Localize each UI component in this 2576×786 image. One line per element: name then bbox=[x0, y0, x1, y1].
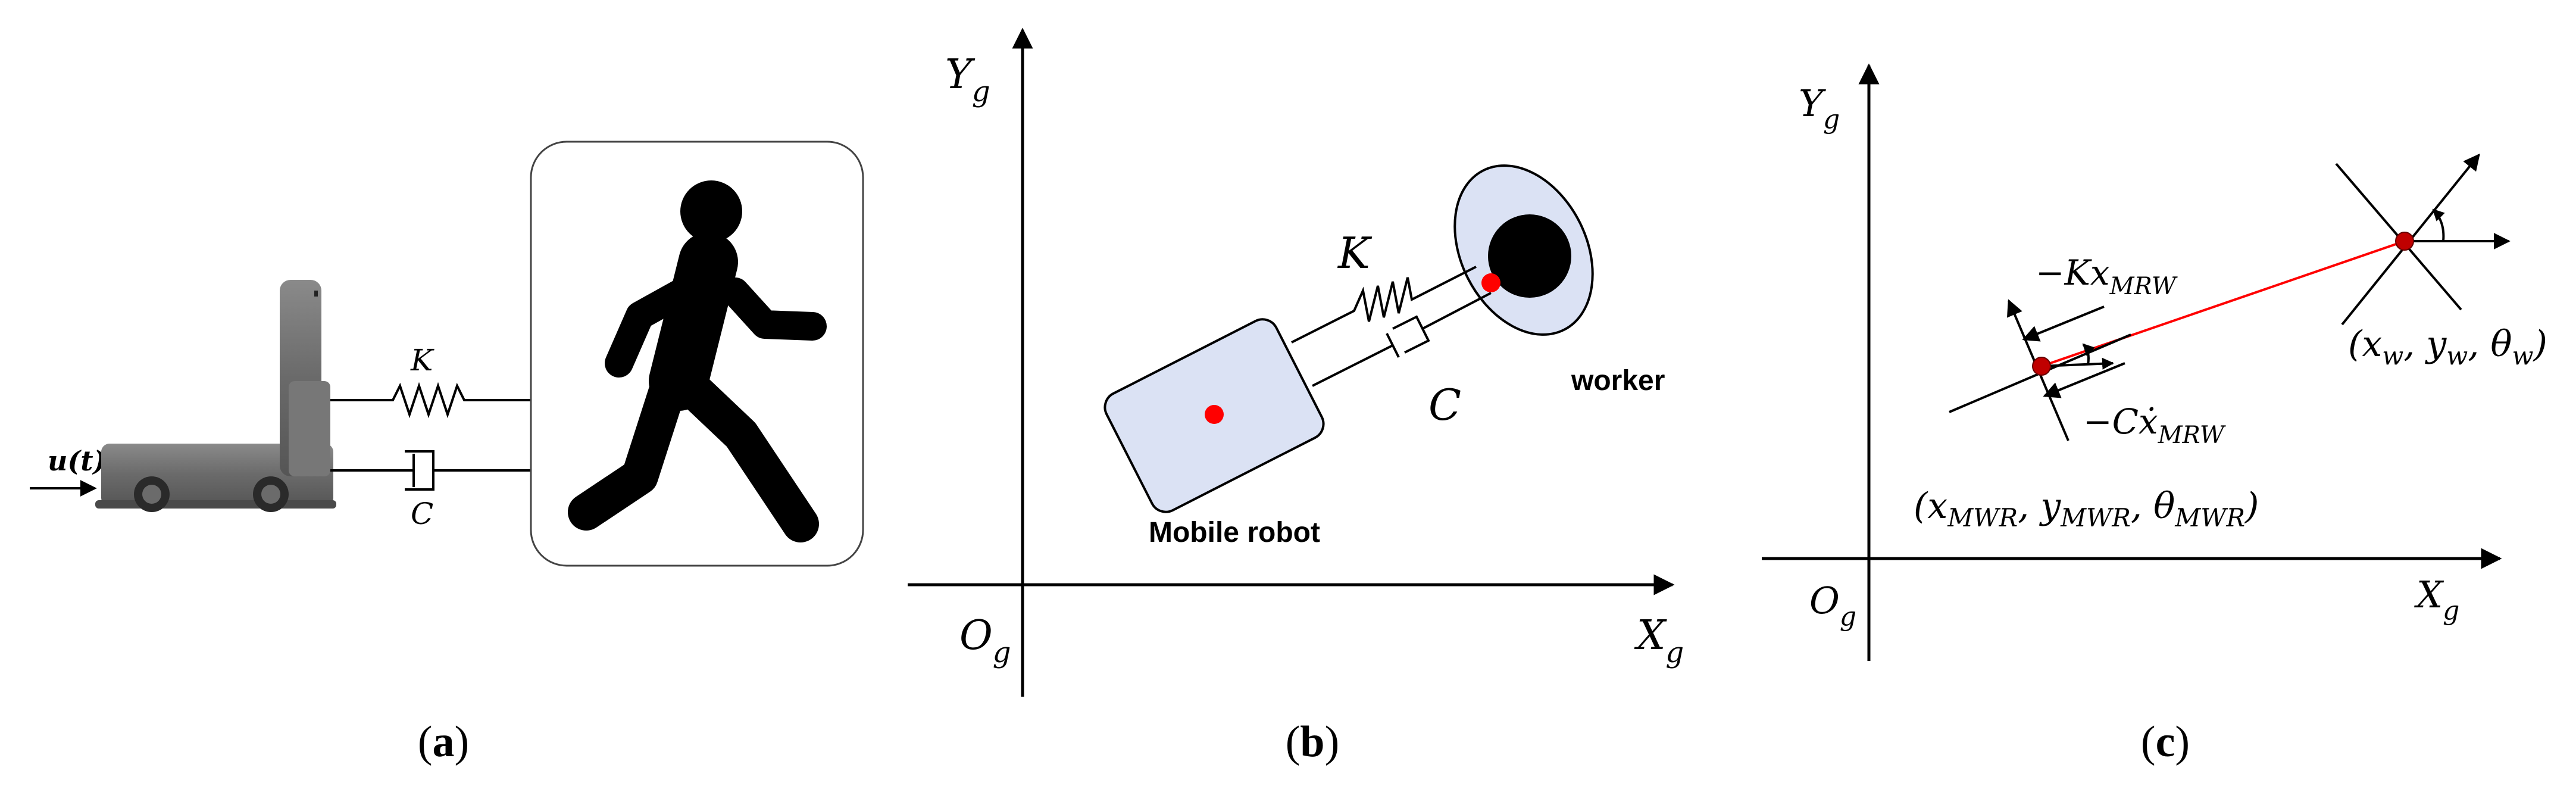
x-axis-label-b: Xg bbox=[1634, 612, 1684, 669]
origin-label-b: Og bbox=[959, 612, 1011, 669]
damper-a bbox=[330, 450, 531, 491]
spring-label-b: K bbox=[1337, 228, 1373, 278]
mobile-robot-icon bbox=[95, 280, 336, 512]
spring-label-a: K bbox=[410, 343, 434, 378]
robot-label-b: Mobile robot bbox=[1149, 517, 1320, 548]
walking-person-icon bbox=[568, 180, 827, 542]
panel-c: Yg Xg Og −KxMRW −CẋMRW (xMWR, yMW bbox=[1762, 63, 2547, 766]
worker-pose-label-c: (xw, yw, θw) bbox=[2348, 323, 2547, 370]
robot-worker-link-c bbox=[2041, 240, 2405, 367]
robot-pose-label-c: (xMWR, yMWR, θMWR) bbox=[1914, 485, 2259, 532]
worker-body-b bbox=[1453, 164, 1594, 336]
spring-force-label-c: −KxMRW bbox=[2036, 252, 2178, 300]
damper-force-label-c: −CẋMRW bbox=[2083, 401, 2226, 449]
caption-a: (a) bbox=[418, 718, 469, 766]
worker-marker-c bbox=[2395, 232, 2414, 251]
y-axis-label-c: Yg bbox=[1799, 82, 1840, 135]
y-axis-label-b: Yg bbox=[945, 51, 990, 108]
force-arrows-c bbox=[2022, 305, 2125, 398]
damper-label-b: C bbox=[1428, 380, 1461, 430]
robot-marker-b bbox=[1205, 405, 1224, 424]
origin-label-c: Og bbox=[1809, 579, 1856, 632]
robot-marker-c bbox=[2032, 357, 2051, 376]
worker-label-b: worker bbox=[1571, 365, 1665, 397]
x-axis-label-c: Xg bbox=[2414, 573, 2459, 626]
panel-b: Yg Xg Og K C worker Mobile robot (b bbox=[908, 27, 1684, 766]
caption-b: (b) bbox=[1286, 718, 1339, 766]
worker-frame-c bbox=[2335, 153, 2511, 326]
input-label: u(t) bbox=[48, 445, 106, 477]
damper-b bbox=[1312, 292, 1492, 387]
spring-b bbox=[1291, 266, 1477, 344]
spring-a bbox=[330, 382, 531, 419]
worker-marker-b bbox=[1481, 273, 1500, 292]
damper-label-a: C bbox=[411, 497, 433, 531]
caption-c: (c) bbox=[2141, 718, 2190, 766]
panel-a: u(t) K C bbox=[30, 141, 864, 766]
